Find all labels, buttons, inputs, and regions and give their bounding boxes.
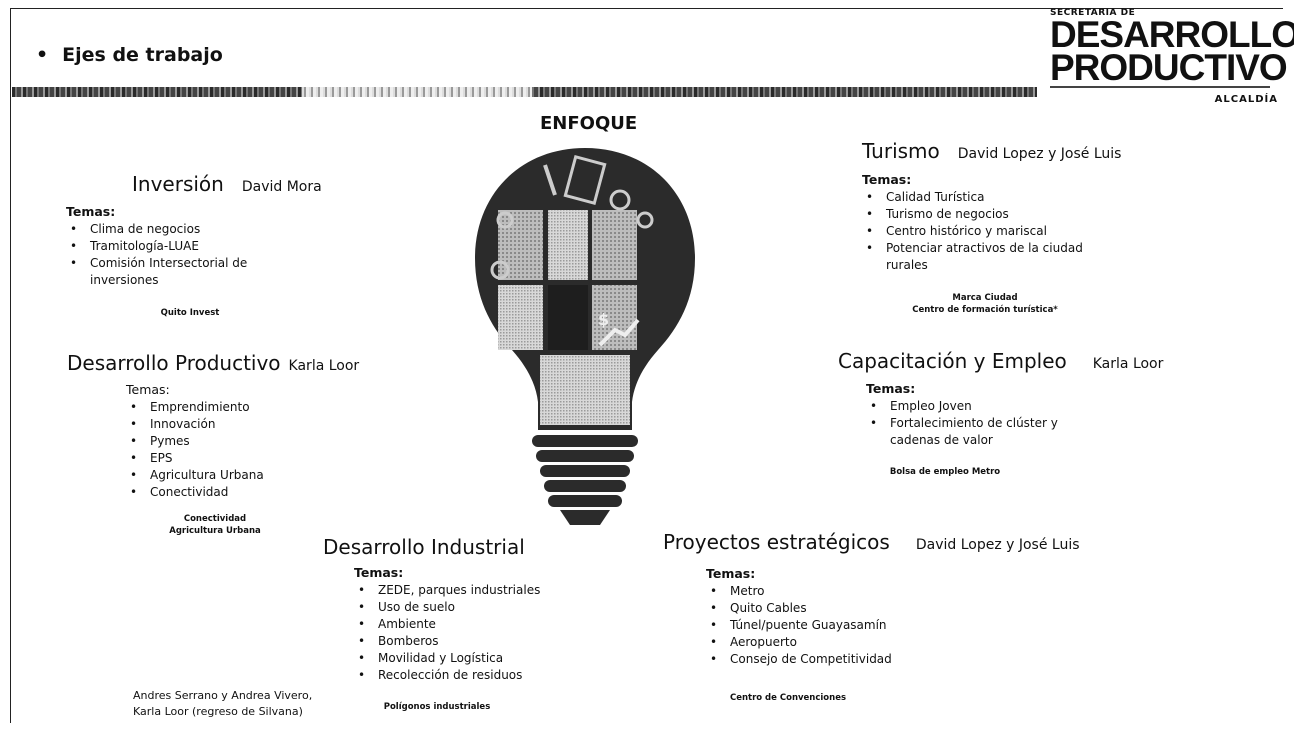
title-text: Ejes de trabajo xyxy=(62,44,223,66)
proyectos-title-text: Proyectos estratégicos xyxy=(663,530,890,554)
inversion-temas-label: Temas: xyxy=(66,204,116,219)
turismo-temas: Temas: Calidad Turística Turismo de nego… xyxy=(862,172,1102,274)
page-title: • Ejes de trabajo xyxy=(36,44,223,66)
turismo-title-text: Turismo xyxy=(862,139,940,163)
proyectos-list: Metro Quito Cables Túnel/puente Guayasam… xyxy=(706,583,926,668)
list-item: Recolección de residuos xyxy=(358,667,574,684)
turismo-note: Marca Ciudad Centro de formación turísti… xyxy=(905,292,1065,316)
list-item: Pymes xyxy=(130,433,326,450)
desarrollo-industrial-temas-label: Temas: xyxy=(354,565,404,580)
desarrollo-productivo-temas-label: Temas: xyxy=(126,382,170,397)
list-item: EPS xyxy=(130,450,326,467)
logo-line-4: ALCALDÍA xyxy=(1214,94,1278,105)
list-item: Bomberos xyxy=(358,633,574,650)
desarrollo-productivo-title-text: Desarrollo Productivo xyxy=(67,351,281,375)
inversion-temas: Temas: Clima de negocios Tramitología-LU… xyxy=(66,204,296,289)
inversion-list: Clima de negocios Tramitología-LUAE Comi… xyxy=(66,221,296,289)
list-item: Movilidad y Logística xyxy=(358,650,574,667)
note-line: Marca Ciudad xyxy=(952,293,1018,303)
proyectos-responsible: David Lopez y José Luis xyxy=(915,537,1080,553)
list-item: Quito Cables xyxy=(710,600,926,617)
desarrollo-industrial-note: Polígonos industriales xyxy=(383,702,491,712)
list-item: Conectividad xyxy=(130,484,326,501)
list-item: Túnel/puente Guayasamín xyxy=(710,617,926,634)
capacitacion-title: Capacitación y Empleo Karla Loor xyxy=(838,349,1163,373)
desarrollo-productivo-title: Desarrollo Productivo Karla Loor xyxy=(67,351,359,375)
title-bullet: • xyxy=(36,44,49,66)
list-item: Agricultura Urbana xyxy=(130,467,326,484)
list-item: Aeropuerto xyxy=(710,634,926,651)
desarrollo-productivo-responsible: Karla Loor xyxy=(288,358,360,374)
list-item: Fortalecimiento de clúster y cadenas de … xyxy=(870,415,1086,449)
desarrollo-industrial-title: Desarrollo Industrial xyxy=(323,535,525,559)
list-item: Tramitología-LUAE xyxy=(70,238,296,255)
turismo-temas-label: Temas: xyxy=(862,172,912,187)
capacitacion-temas-label: Temas: xyxy=(866,381,916,396)
desarrollo-industrial-temas: Temas: ZEDE, parques industriales Uso de… xyxy=(354,565,574,684)
inversion-note: Quito Invest xyxy=(160,308,220,318)
inversion-title: Inversión David Mora xyxy=(132,172,322,196)
list-item: Comisión Intersectorial de inversiones xyxy=(70,255,296,289)
footer-responsibles: Andres Serrano y Andrea Vivero, Karla Lo… xyxy=(133,688,312,720)
logo: SECRETARIA DE DESARROLLO PRODUCTIVO ALCA… xyxy=(1050,8,1294,105)
inversion-title-text: Inversión xyxy=(132,172,224,196)
capacitacion-title-text: Capacitación y Empleo xyxy=(838,349,1067,373)
enfoque-label: ENFOQUE xyxy=(540,113,638,134)
list-item: Centro histórico y mariscal xyxy=(866,223,1102,240)
turismo-responsible: David Lopez y José Luis xyxy=(957,146,1122,162)
list-item: Calidad Turística xyxy=(866,189,1102,206)
logo-line-2: DESARROLLO xyxy=(1050,14,1294,55)
logo-line-1: SECRETARIA DE xyxy=(1050,8,1136,18)
list-item: Innovación xyxy=(130,416,326,433)
capacitacion-responsible: Karla Loor xyxy=(1092,356,1164,372)
note-line: Agricultura Urbana xyxy=(169,526,261,536)
lightbulb-illustration: $ xyxy=(470,140,700,549)
proyectos-temas-label: Temas: xyxy=(706,566,756,581)
desarrollo-industrial-list: ZEDE, parques industriales Uso de suelo … xyxy=(354,582,574,684)
list-item: Turismo de negocios xyxy=(866,206,1102,223)
list-item: Consejo de Competitividad xyxy=(710,651,926,668)
list-item: ZEDE, parques industriales xyxy=(358,582,574,599)
svg-text:$: $ xyxy=(598,310,609,329)
proyectos-title: Proyectos estratégicos David Lopez y José… xyxy=(663,530,1080,554)
header-divider xyxy=(12,87,1037,97)
desarrollo-productivo-list: Emprendimiento Innovación Pymes EPS Agri… xyxy=(126,399,326,501)
list-item: Metro xyxy=(710,583,926,600)
capacitacion-note: Bolsa de empleo Metro xyxy=(889,467,1001,477)
desarrollo-productivo-temas: Temas: Emprendimiento Innovación Pymes E… xyxy=(126,382,326,501)
inversion-responsible: David Mora xyxy=(241,179,322,195)
proyectos-note: Centro de Convenciones xyxy=(729,693,847,703)
list-item: Uso de suelo xyxy=(358,599,574,616)
logo-line-3: PRODUCTIVO xyxy=(1050,47,1288,88)
list-item: Potenciar atractivos de la ciudad rurale… xyxy=(866,240,1102,274)
capacitacion-temas: Temas: Empleo Joven Fortalecimiento de c… xyxy=(866,381,1086,449)
footer-line: Andres Serrano y Andrea Vivero, xyxy=(133,689,313,702)
list-item: Empleo Joven xyxy=(870,398,1086,415)
note-line: Conectividad xyxy=(183,514,247,524)
desarrollo-productivo-note: Conectividad Agricultura Urbana xyxy=(160,513,270,537)
note-line: Centro de formación turística* xyxy=(912,305,1058,315)
footer-line: Karla Loor (regreso de Silvana) xyxy=(133,705,303,718)
slide-frame xyxy=(10,8,1283,723)
proyectos-temas: Temas: Metro Quito Cables Túnel/puente G… xyxy=(706,566,926,668)
turismo-list: Calidad Turística Turismo de negocios Ce… xyxy=(862,189,1102,274)
list-item: Emprendimiento xyxy=(130,399,326,416)
logo-rule xyxy=(1050,86,1270,88)
list-item: Ambiente xyxy=(358,616,574,633)
turismo-title: Turismo David Lopez y José Luis xyxy=(862,139,1121,163)
list-item: Clima de negocios xyxy=(70,221,296,238)
capacitacion-list: Empleo Joven Fortalecimiento de clúster … xyxy=(866,398,1086,449)
desarrollo-industrial-title-text: Desarrollo Industrial xyxy=(323,535,525,559)
